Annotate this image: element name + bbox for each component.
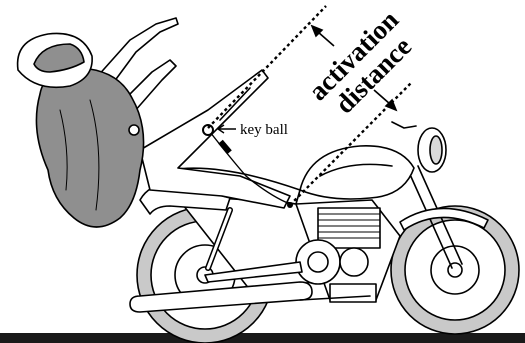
activation-line-outer bbox=[208, 6, 326, 128]
helmet bbox=[18, 33, 93, 87]
airbag-vest bbox=[36, 68, 143, 227]
ground-bar bbox=[0, 333, 525, 343]
lanyard-clip bbox=[218, 140, 232, 155]
fuel-tank bbox=[300, 146, 414, 199]
vest-connector bbox=[129, 125, 139, 135]
key-ball-label: key ball bbox=[240, 122, 288, 138]
headlight bbox=[418, 128, 446, 172]
handlebar bbox=[392, 122, 416, 128]
